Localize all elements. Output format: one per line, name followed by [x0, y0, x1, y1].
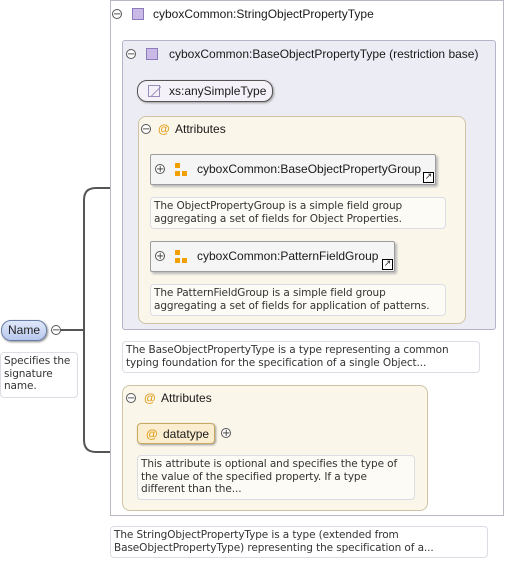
group1-description: The ObjectPropertyGroup is a simple fiel…: [150, 197, 446, 229]
simple-type-label: xs:anySimpleType: [169, 84, 267, 98]
complex-type-icon: [132, 8, 144, 20]
outer-type-title: cyboxCommon:StringObjectPropertyType: [153, 7, 374, 21]
outer-collapse-toggle[interactable]: −: [112, 9, 122, 20]
group2-label: cyboxCommon:PatternFieldGroup: [197, 249, 379, 263]
shortcut-icon[interactable]: ↗: [382, 259, 393, 270]
simple-type-icon: [148, 85, 160, 97]
attributes2-title: Attributes: [161, 391, 212, 405]
attribute-icon: @: [158, 122, 170, 136]
attribute-group-icon: [175, 250, 189, 264]
base-collapse-toggle[interactable]: −: [126, 49, 136, 60]
base-object-property-group-node[interactable]: + cyboxCommon:BaseObjectPropertyGroup ↗: [150, 154, 436, 185]
name-element-node[interactable]: Name: [1, 320, 47, 341]
shortcut-icon[interactable]: ↗: [423, 172, 434, 183]
group2-description: The PatternFieldGroup is a simple field …: [150, 284, 446, 316]
datatype-description: This attribute is optional and specifies…: [137, 455, 415, 500]
attributes2-collapse-toggle[interactable]: −: [126, 393, 136, 404]
any-simple-type-node[interactable]: xs:anySimpleType: [137, 80, 273, 102]
name-element-description: Specifies the signature name.: [0, 352, 78, 398]
group2-expand-toggle[interactable]: +: [155, 251, 165, 262]
attributes1-collapse-toggle[interactable]: −: [141, 124, 151, 135]
attribute-icon: @: [146, 427, 158, 441]
datatype-expand-toggle[interactable]: +: [221, 428, 231, 439]
datatype-label: datatype: [163, 427, 210, 441]
pattern-field-group-node[interactable]: + cyboxCommon:PatternFieldGroup ↗: [150, 241, 395, 272]
attribute-group-icon: [175, 163, 189, 177]
datatype-attribute-node[interactable]: @ datatype: [137, 423, 215, 444]
group1-expand-toggle[interactable]: +: [155, 164, 165, 175]
name-collapse-toggle[interactable]: −: [51, 325, 61, 336]
base-type-title: cyboxCommon:BaseObjectPropertyType (rest…: [169, 47, 479, 61]
outer-type-description: The StringObjectPropertyType is a type (…: [110, 526, 488, 558]
base-type-description: The BaseObjectPropertyType is a type rep…: [122, 341, 480, 373]
attribute-icon: @: [144, 391, 156, 405]
base-type-icon: [146, 48, 158, 60]
group1-label: cyboxCommon:BaseObjectPropertyGroup: [197, 162, 422, 176]
attributes1-title: Attributes: [175, 122, 226, 136]
